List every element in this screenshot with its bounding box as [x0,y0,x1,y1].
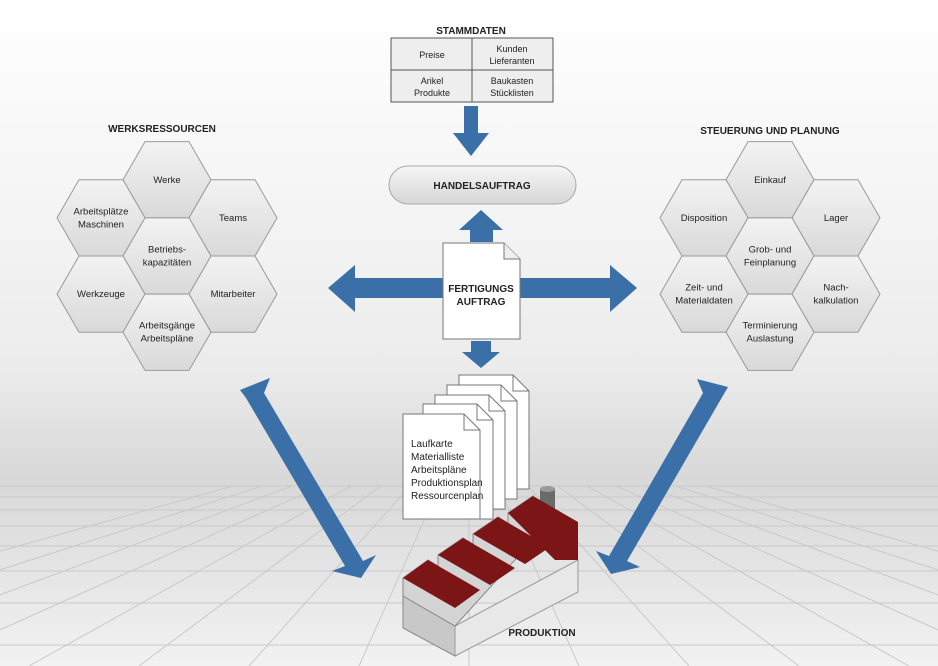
arrow-left-werksressourcen [328,265,443,312]
arrow-diagonal-left [240,378,376,578]
werke-label: Werke [153,175,180,186]
lager-label: Lager [824,213,848,224]
stammdaten-cell-preise: Preise [419,50,445,60]
handelsauftrag-pill: HANDELSAUFTRAG [388,165,577,205]
teams-label: Teams [219,213,247,224]
produktion-label: PRODUKTION [508,628,575,639]
arrow-down-documents [462,341,500,368]
arrow-up-handelsauftrag [459,210,503,242]
arrow-right-steuerung [518,265,637,312]
document-stack: Laufkarte Materialliste Arbeitspläne Pro… [402,374,530,520]
terminierung-hex [725,293,815,371]
arbeitsgaenge-hex [122,293,212,371]
disposition-label: Disposition [681,213,727,224]
einkauf-label: Einkauf [754,175,786,186]
handelsauftrag-label: HANDELSAUFTRAG [433,181,530,192]
arrow-down-stammdaten [453,106,489,156]
document-list: Laufkarte Materialliste Arbeitspläne Pro… [411,439,486,502]
steuerung-title: STEUERUNG UND PLANUNG [700,126,840,137]
stammdaten-title: STAMMDATEN [436,26,506,37]
werkzeuge-label: Werkzeuge [77,289,125,300]
mitarbeiter-label: Mitarbeiter [211,289,256,300]
nachkalkulation-label: Nach-kalkulation [814,283,859,307]
werksressourcen-title: WERKSRESSOURCEN [108,124,216,135]
factory-icon [402,486,579,657]
betriebskapazitaeten-label: Betriebs-kapazitäten [143,245,192,269]
arrow-diagonal-right [596,379,728,574]
